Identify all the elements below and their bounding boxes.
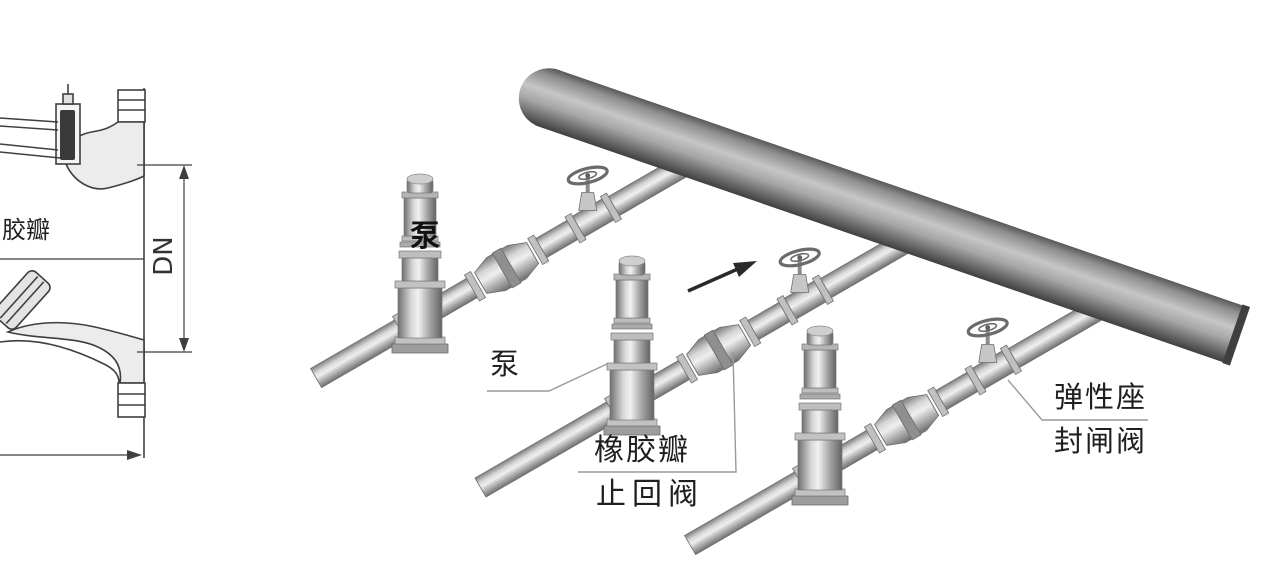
gate-valve-callout-line1: 弹性座 (1054, 380, 1148, 414)
flow-direction-arrow-icon (687, 261, 757, 293)
flap-label: 胶瓣 (2, 216, 50, 244)
flap-disc (0, 270, 51, 330)
bottom-flange (117, 382, 146, 418)
check-valve-section-drawing: DN (0, 84, 192, 460)
check-valve-callout-line2: 止回阀 (596, 477, 704, 512)
rubber-flap (60, 110, 75, 160)
top-flange (117, 89, 146, 123)
check-valve-callout-leader (578, 351, 737, 473)
gate-valve-callout-leader (1007, 379, 1148, 421)
dimension-arrow-down (179, 338, 189, 352)
dn-dimension (137, 164, 192, 353)
pump-group-1 (310, 99, 718, 389)
pump-callout-leader (487, 363, 608, 392)
upper-body (65, 121, 145, 190)
gate-valve-callout-line2: 封闸阀 (1054, 424, 1148, 458)
lower-body (5, 321, 145, 384)
callout-leaders (487, 351, 1148, 473)
pump-tag: 泵 (410, 219, 440, 254)
rubber-flap-housing (55, 84, 81, 165)
check-valve-callout-line1: 橡胶瓣 (594, 433, 690, 468)
dn-dimension-label: DN (149, 236, 179, 275)
bottom-dimension-line (0, 450, 142, 460)
flap-arm-lines (0, 117, 61, 159)
header-pipe (518, 68, 1251, 366)
lower-body-curve (0, 339, 120, 384)
dimension-arrow-up (179, 165, 189, 179)
dimension-arrow-right (127, 450, 142, 460)
pump-callout-label: 泵 (490, 347, 520, 381)
header-cut-end (1222, 304, 1251, 366)
pump-group-3 (684, 251, 1118, 556)
pump-group-2 (474, 181, 930, 498)
pump-manifold-illustration (310, 68, 1251, 556)
